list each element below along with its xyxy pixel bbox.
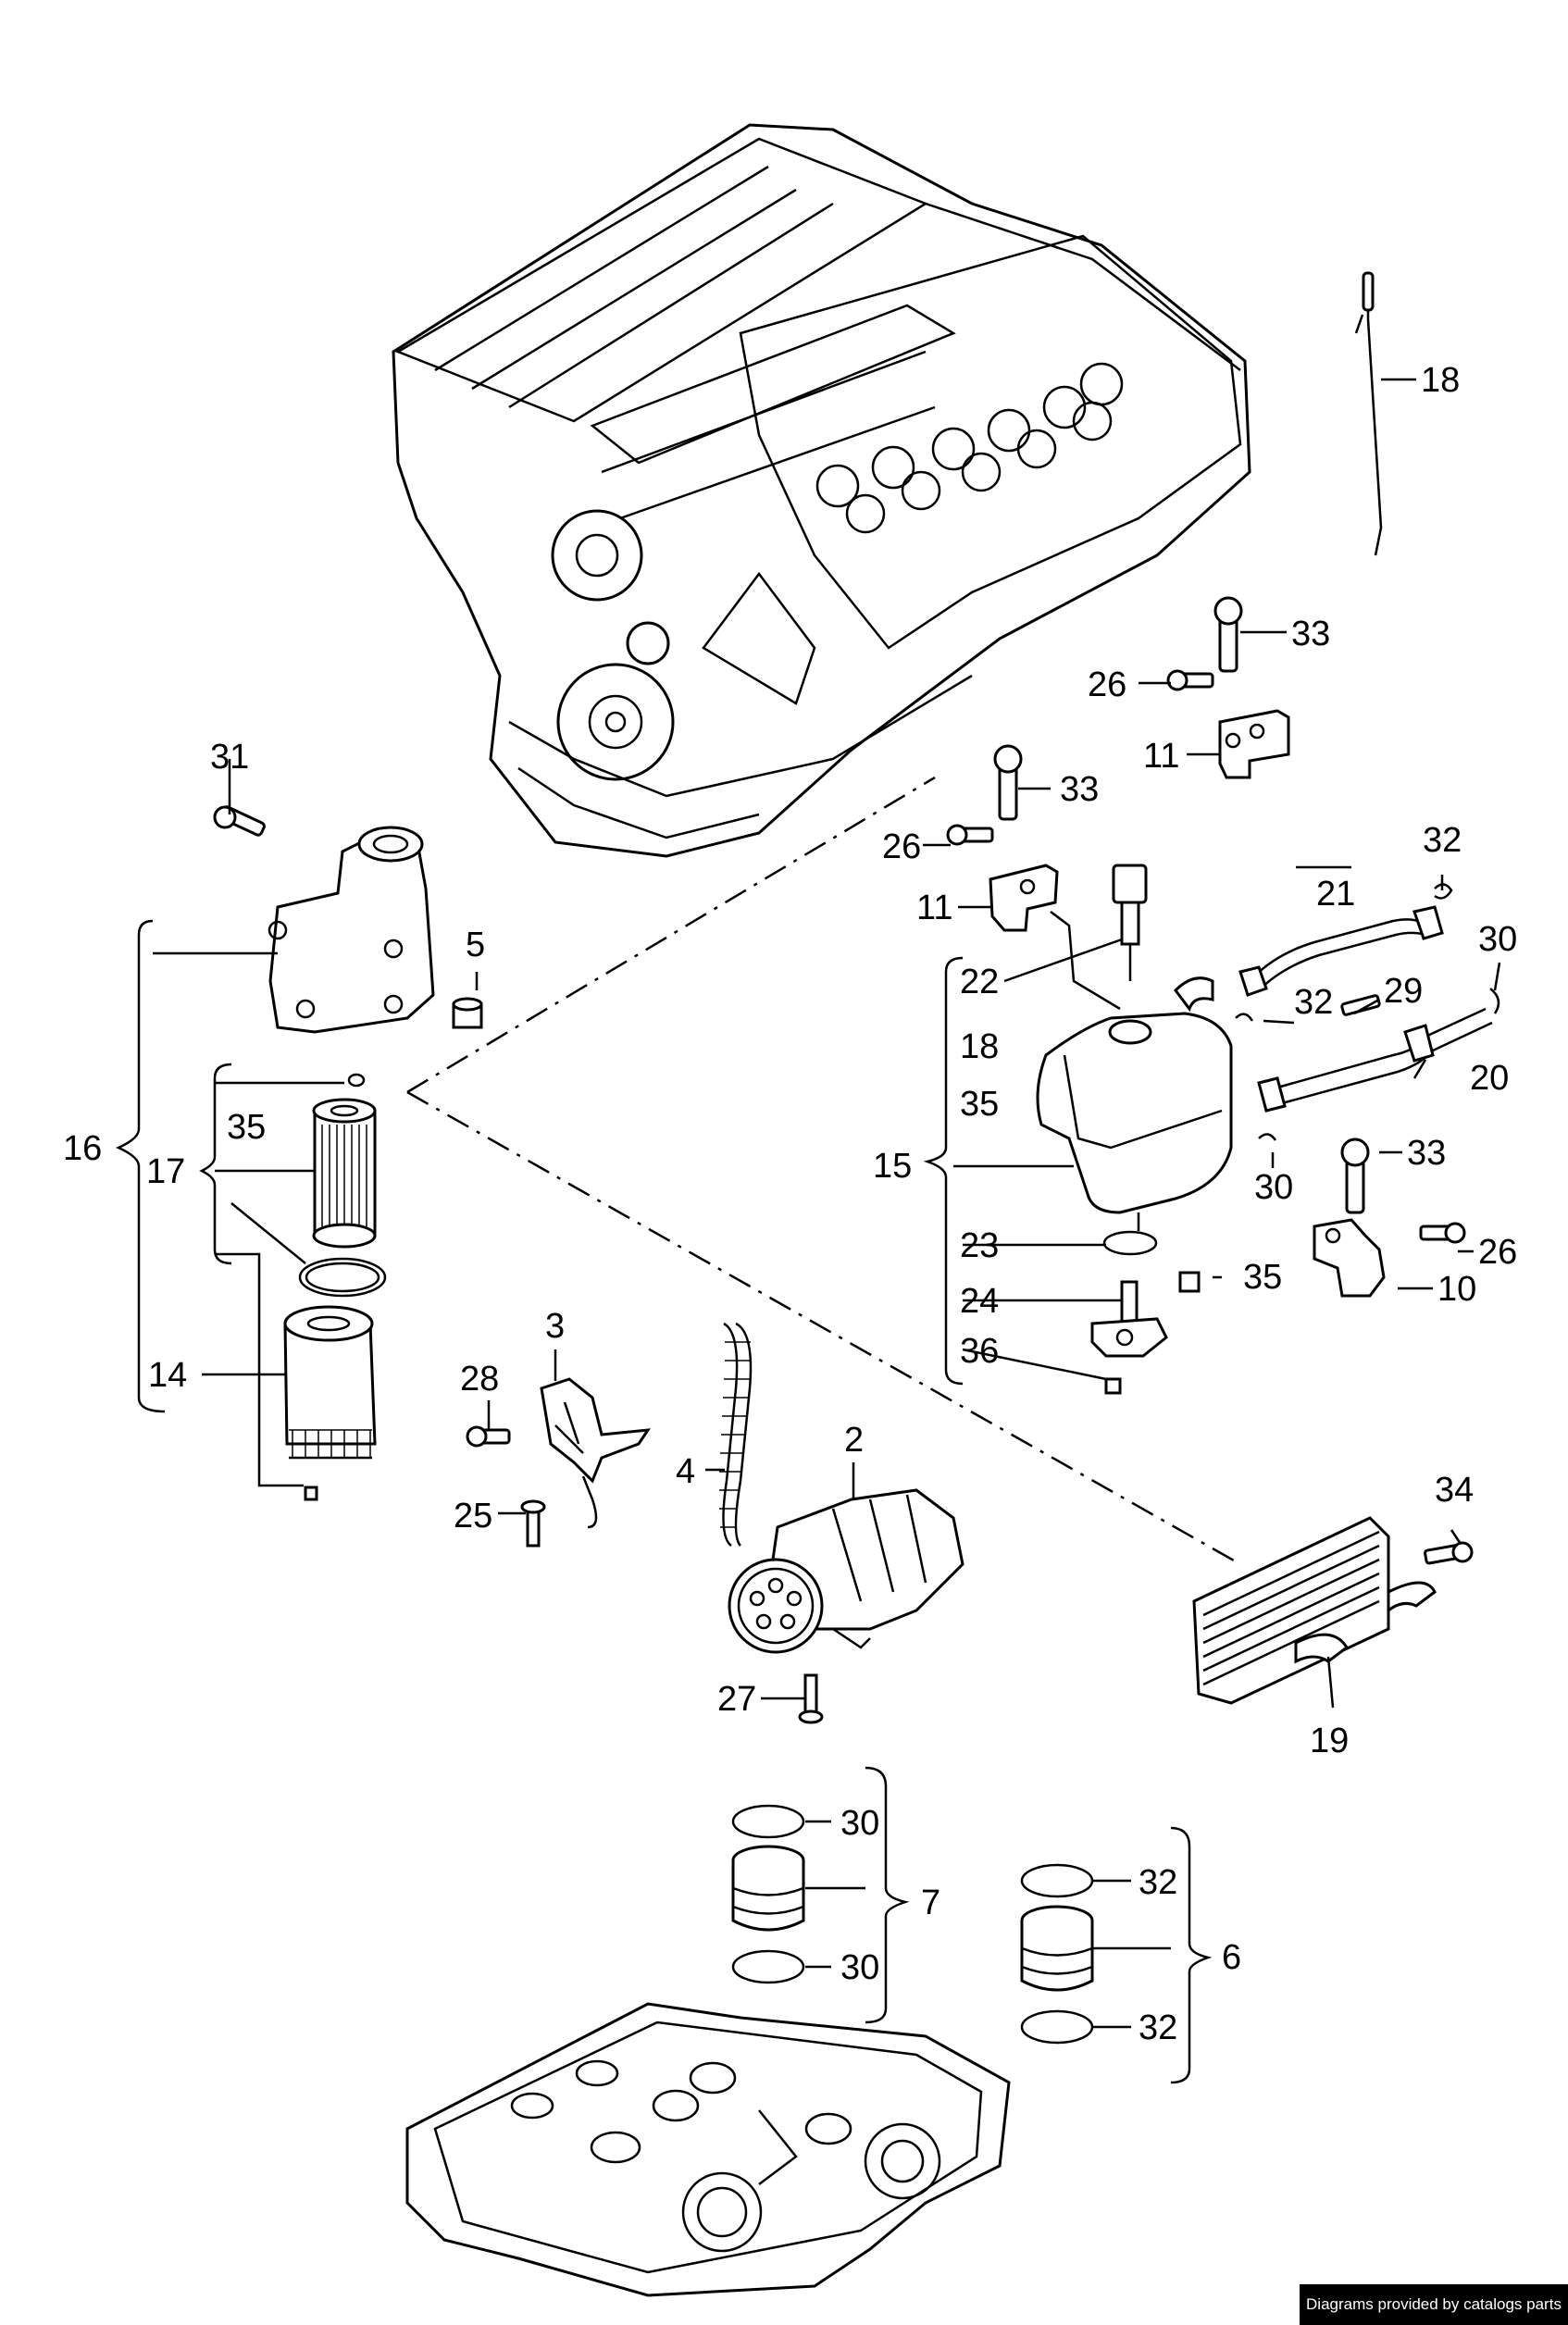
- label-18-reservoir-group: 18: [960, 1027, 999, 1066]
- connecting-sleeve-6: [1020, 1863, 1094, 2045]
- label-30-sleeve-top: 30: [840, 1804, 879, 1843]
- label-33-upper: 33: [1291, 615, 1330, 653]
- label-16-filter-housing: 16: [63, 1129, 102, 1168]
- label-30-hose-left: 30: [1254, 1168, 1293, 1207]
- seal-rings-small: [1102, 883, 1500, 1256]
- label-32-hose-middle: 32: [1294, 983, 1333, 1022]
- label-32-sleeve-top: 32: [1139, 1863, 1177, 1902]
- label-15-reservoir: 15: [873, 1147, 912, 1186]
- label-3-tensioner: 3: [545, 1307, 565, 1346]
- diagram-credit: Diagrams provided by catalogs parts: [1300, 2284, 1568, 2325]
- label-17-filter-element: 17: [146, 1152, 185, 1191]
- group-braces: [115, 919, 1213, 2084]
- leader-lines: [153, 378, 1501, 2029]
- label-28-bolt: 28: [460, 1360, 499, 1399]
- oil-pan-lower-section: [405, 2002, 1011, 2297]
- label-22-sensor: 22: [960, 963, 999, 1001]
- label-34-bolt: 34: [1435, 1471, 1474, 1510]
- connecting-sleeve-7: [731, 1804, 805, 1984]
- label-27-bolt: 27: [717, 1680, 756, 1719]
- label-2-oil-pump: 2: [844, 1421, 864, 1460]
- label-14-filter-cap: 14: [148, 1356, 187, 1395]
- label-4-chain: 4: [676, 1452, 695, 1491]
- label-32-hose-upper: 32: [1423, 821, 1462, 860]
- label-25-bolt: 25: [454, 1497, 492, 1535]
- assembly-dash-lines: [406, 776, 1241, 1566]
- label-26-upper: 26: [1088, 665, 1126, 704]
- label-6-sleeve: 6: [1222, 1938, 1241, 1977]
- oil-reservoir: [1036, 976, 1233, 1231]
- label-5-plug: 5: [466, 926, 485, 964]
- engine-block: [392, 123, 1251, 858]
- drain-plug-assembly: [1090, 1271, 1201, 1395]
- label-30-sleeve-bottom: 30: [840, 1948, 879, 1987]
- label-24-drain-plug: 24: [960, 1282, 999, 1321]
- label-35-plug: 35: [1243, 1258, 1282, 1297]
- drive-chain: [719, 1322, 753, 1548]
- label-11-lower: 11: [916, 889, 952, 927]
- label-29-bolt: 29: [1384, 972, 1423, 1011]
- label-19-oil-cooler: 19: [1310, 1722, 1349, 1760]
- oil-level-sensor: [1112, 864, 1148, 981]
- engine-mount-bracket-upper: [1166, 596, 1290, 779]
- label-18-dipstick: 18: [1421, 361, 1460, 400]
- label-33-middle: 33: [1060, 770, 1099, 809]
- label-10-bracket: 10: [1437, 1270, 1476, 1309]
- label-26-middle: 26: [882, 827, 921, 866]
- engine-mount-bracket-lower: [946, 744, 1059, 932]
- oil-filter-element: [283, 1073, 387, 1501]
- label-35-filter: 35: [227, 1108, 266, 1147]
- label-35-reservoir-group: 35: [960, 1085, 999, 1124]
- dipstick: [1354, 271, 1383, 556]
- label-30-hose-right: 30: [1478, 920, 1517, 959]
- label-33-right: 33: [1407, 1134, 1446, 1173]
- label-26-right: 26: [1478, 1233, 1517, 1272]
- oil-pump: [728, 1488, 964, 1724]
- label-36-washer: 36: [960, 1332, 999, 1371]
- label-32-sleeve-bottom: 32: [1139, 2008, 1177, 2047]
- label-23-seal: 23: [960, 1226, 999, 1265]
- chain-tensioner: [466, 1377, 652, 1548]
- label-11-upper: 11: [1143, 737, 1179, 776]
- oil-filter-housing: [213, 805, 483, 1034]
- label-20-hose: 20: [1470, 1059, 1509, 1098]
- engine-mount-bracket-right: [1313, 1138, 1466, 1298]
- label-31-bolt: 31: [210, 738, 249, 777]
- oil-hose-lower: [1257, 994, 1493, 1113]
- label-21-hose: 21: [1316, 875, 1355, 914]
- part-number-labels: 18 33 26 11 33 26 11 22 18 35 15 23 24 3…: [63, 361, 1517, 2047]
- label-7-sleeve: 7: [921, 1884, 940, 1922]
- oil-cooler: [1192, 1516, 1474, 1705]
- oil-hose-upper: [1238, 905, 1444, 997]
